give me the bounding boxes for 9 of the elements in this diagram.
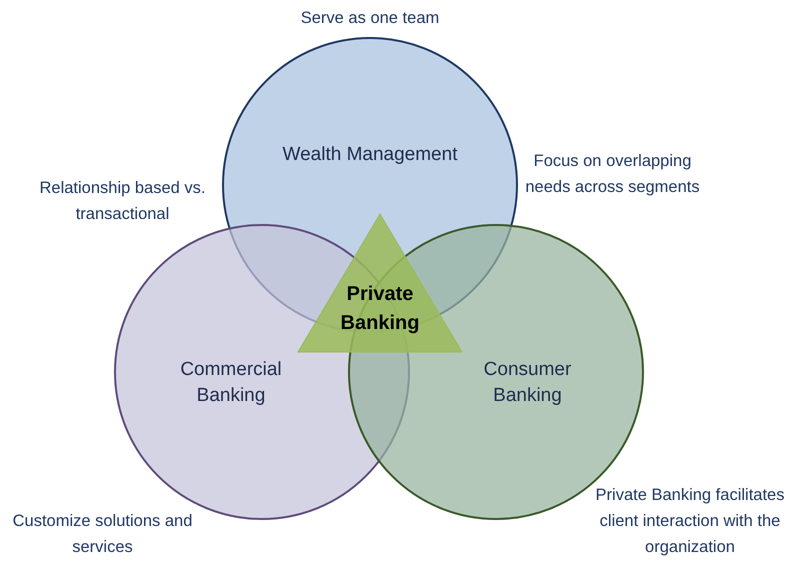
annotation-text: Focus on overlapping needs across segments bbox=[525, 151, 700, 198]
annotation-text: Private Banking facilitates client interaction with the organization bbox=[595, 485, 785, 558]
annotation-text: Customize solutions and services bbox=[12, 511, 194, 558]
annotation-text: Relationship based vs. transactional bbox=[38, 178, 206, 225]
center-label: Private Banking bbox=[340, 282, 420, 336]
circle-label: Consumer Banking bbox=[482, 358, 572, 408]
circle-label: Wealth Management bbox=[282, 143, 458, 167]
circle-label: Commercial Banking bbox=[179, 358, 283, 408]
annotation-text: Serve as one team bbox=[300, 8, 440, 29]
